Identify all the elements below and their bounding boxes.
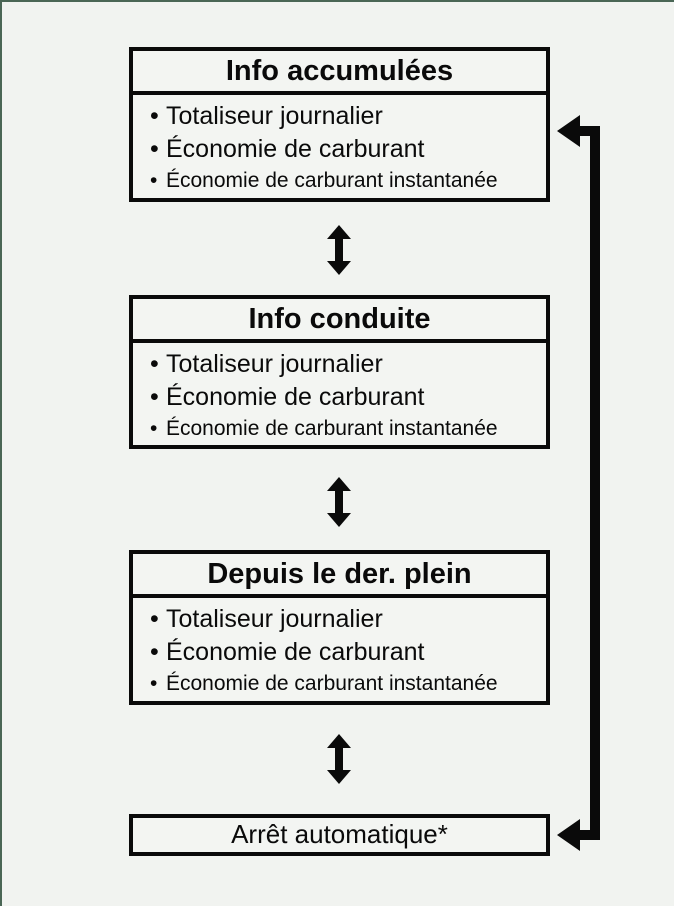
- menu-item-label: Économie de carburant: [166, 383, 425, 411]
- bullet-icon: •: [150, 350, 159, 378]
- bullet-icon: •: [150, 102, 159, 130]
- menu-item: • Économie de carburant instantanée: [150, 166, 546, 196]
- double-arrow-icon: [327, 225, 351, 275]
- double-arrow-icon: [327, 734, 351, 784]
- menu-item: • Économie de carburant instantanée: [150, 669, 546, 699]
- double-arrow-icon: [327, 477, 351, 527]
- menu-box-info-conduite: Info conduite •Totaliseur journalier •Éc…: [129, 295, 550, 449]
- menu-item: •Économie de carburant: [150, 133, 546, 166]
- menu-item: •Économie de carburant: [150, 381, 546, 414]
- bullet-icon: •: [150, 638, 159, 666]
- menu-item-list: •Totaliseur journalier •Économie de carb…: [133, 95, 546, 196]
- menu-box-title: Arrêt automatique*: [231, 819, 448, 849]
- menu-box-title: Info conduite: [133, 299, 546, 343]
- menu-item-label: Économie de carburant instantanée: [166, 417, 498, 440]
- bullet-icon: •: [150, 135, 159, 163]
- menu-item: •Totaliseur journalier: [150, 603, 546, 636]
- bullet-icon: •: [150, 605, 159, 633]
- bullet-icon: •: [150, 383, 159, 411]
- menu-item: •Économie de carburant: [150, 636, 546, 669]
- menu-box-depuis-le-der-plein: Depuis le der. plein •Totaliseur journal…: [129, 550, 550, 705]
- menu-item-list: •Totaliseur journalier •Économie de carb…: [133, 598, 546, 699]
- menu-item: •Totaliseur journalier: [150, 100, 546, 133]
- bullet-icon: •: [150, 417, 158, 440]
- menu-box-title: Depuis le der. plein: [133, 554, 546, 598]
- menu-item-label: Économie de carburant: [166, 638, 425, 666]
- menu-box-title: Info accumulées: [133, 51, 546, 95]
- bullet-icon: •: [150, 169, 158, 192]
- menu-item: •Totaliseur journalier: [150, 348, 546, 381]
- menu-item-label: Économie de carburant instantanée: [166, 672, 498, 695]
- return-loop-arrow-icon: [557, 115, 600, 851]
- menu-item-label: Économie de carburant: [166, 135, 425, 163]
- menu-item-label: Totaliseur journalier: [166, 605, 383, 633]
- menu-item-label: Totaliseur journalier: [166, 102, 383, 130]
- menu-item: • Économie de carburant instantanée: [150, 414, 546, 444]
- menu-item-label: Totaliseur journalier: [166, 350, 383, 378]
- menu-box-info-accumulees: Info accumulées •Totaliseur journalier •…: [129, 47, 550, 202]
- bullet-icon: •: [150, 672, 158, 695]
- menu-item-label: Économie de carburant instantanée: [166, 169, 498, 192]
- menu-box-arret-automatique: Arrêt automatique*: [129, 814, 550, 856]
- menu-item-list: •Totaliseur journalier •Économie de carb…: [133, 343, 546, 444]
